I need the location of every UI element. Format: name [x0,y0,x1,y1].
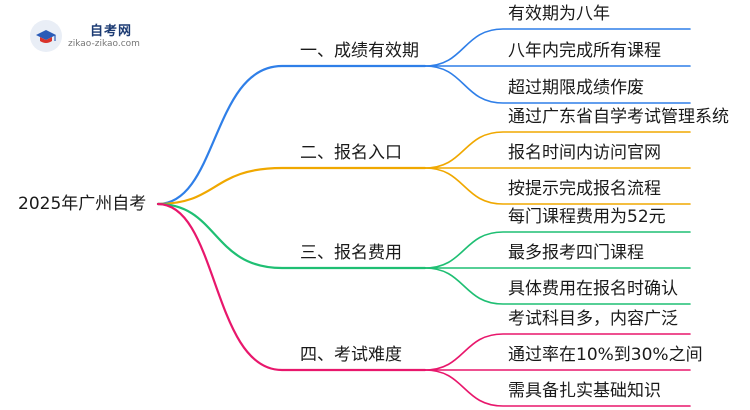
leaf-label: 通过广东省自学考试管理系统 [508,107,729,127]
branch-label: 三、报名费用 [300,243,402,263]
child-connector [424,28,691,67]
branch-label: 一、成绩有效期 [300,41,419,61]
branch-connector [156,166,427,206]
leaf-label: 通过率在10%到30%之间 [508,345,703,365]
branch-connector [156,202,427,372]
leaf-label: 有效期为八年 [508,4,610,24]
child-connector [424,369,691,407]
leaf-label: 按提示完成报名流程 [508,179,661,199]
logo-url: zikao-zikao.com [68,39,140,49]
leaf-label: 每门课程费用为52元 [508,207,666,227]
logo-title: 自考网 [90,24,133,39]
leaf-label: 报名时间内访问官网 [508,143,661,163]
root-node: 2025年广州自考 [18,194,147,214]
logo-badge [30,20,62,52]
child-connector [424,131,691,169]
branch-label: 二、报名入口 [300,143,402,163]
branch-connector [156,64,427,206]
graduation-cap-icon [36,30,56,43]
child-connector [424,167,691,205]
leaf-label: 考试科目多，内容广泛 [508,309,678,329]
child-connector [424,333,691,371]
child-connector [424,231,691,269]
leaf-label: 最多报考四门课程 [508,243,644,263]
leaf-label: 超过期限成绩作废 [508,78,644,98]
child-connector [424,267,691,305]
branch-label: 四、考试难度 [300,345,402,365]
site-logo[interactable]: 自考网 zikao-zikao.com [30,18,140,54]
branch-connector [156,202,427,270]
leaf-label: 具体费用在报名时确认 [508,279,678,299]
leaf-label: 需具备扎实基础知识 [508,381,661,401]
child-connector [424,65,691,104]
leaf-label: 八年内完成所有课程 [508,41,661,61]
